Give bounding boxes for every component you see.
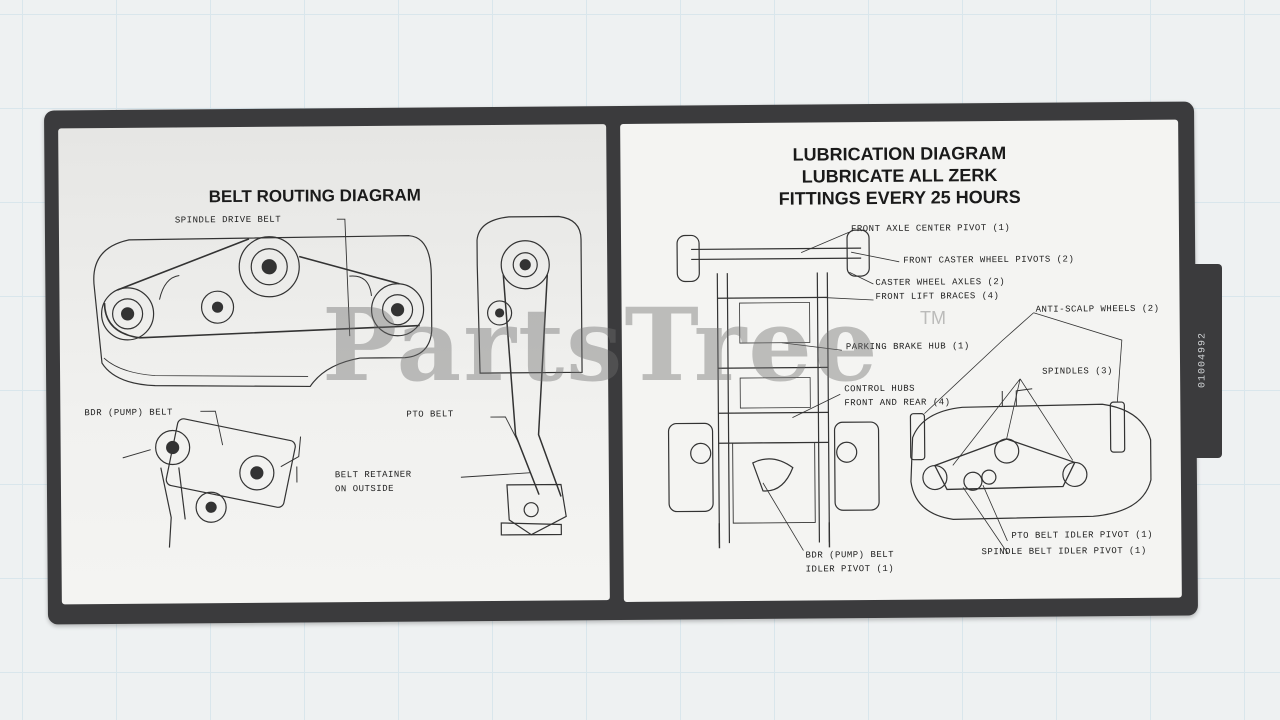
spindle-drive-belt-path [104, 238, 420, 338]
label-spindles: SPINDLES (3) [1042, 366, 1113, 377]
front-axle [691, 248, 861, 259]
left-spindle-pulley [101, 288, 153, 340]
label-bdr-pump-belt-idler-line1: BDR (PUMP) BELT [805, 549, 895, 561]
tractor-frame [717, 272, 829, 543]
left-caster [677, 235, 699, 281]
belt-routing-panel: BELT ROUTING DIAGRAM [58, 124, 610, 605]
label-pto-belt-idler-pivot: PTO BELT IDLER PIVOT (1) [1011, 529, 1154, 541]
pump-pulley-left [156, 430, 190, 464]
label-control-hubs-line2: FRONT AND REAR (4) [844, 397, 951, 409]
lube-mower-deck [910, 404, 1151, 520]
idler-pulley [201, 291, 233, 323]
deck-spindle-1 [923, 465, 947, 489]
label-bdr-pump-belt: BDR (PUMP) BELT [84, 407, 173, 419]
right-caster [847, 230, 869, 276]
label-bdr-pump-belt-idler-line2: IDLER PIVOT (1) [805, 563, 895, 575]
label-front-caster-wheel-pivots: FRONT CASTER WHEEL PIVOTS (2) [903, 254, 1075, 266]
mower-deck-outline [93, 235, 432, 388]
pto-upper-pulley [501, 241, 549, 289]
pto-housing [477, 216, 582, 373]
label-spindle-belt-idler-pivot: SPINDLE BELT IDLER PIVOT (1) [981, 545, 1147, 558]
rear-right-tire [834, 422, 879, 510]
anti-scalp-left [910, 414, 924, 460]
deck-spindle-3 [1063, 462, 1087, 486]
lubrication-panel: LUBRICATION DIAGRAM LUBRICATE ALL ZERK F… [620, 119, 1182, 602]
lubrication-drawing [620, 120, 1182, 602]
label-front-lift-braces: FRONT LIFT BRACES (4) [875, 291, 1000, 302]
label-belt-retainer-line1: BELT RETAINER [334, 469, 412, 481]
label-belt-retainer-line2: ON OUTSIDE [334, 483, 395, 495]
rear-left-tire [668, 423, 713, 511]
part-number: 01004992 [1197, 331, 1209, 389]
decal-label: BELT ROUTING DIAGRAM [43, 101, 1199, 625]
label-spindle-drive-belt: SPINDLE DRIVE BELT [174, 214, 282, 226]
label-pto-belt: PTO BELT [406, 409, 454, 420]
label-parking-brake-hub: PARKING BRAKE HUB (1) [845, 341, 970, 353]
pto-belt-path [503, 274, 561, 496]
belt-routing-drawing [58, 124, 610, 604]
label-anti-scalp-wheels: ANTI-SCALP WHEELS (2) [1035, 303, 1160, 315]
center-spindle-pulley [239, 237, 299, 297]
label-front-axle-center-pivot: FRONT AXLE CENTER PIVOT (1) [850, 222, 1011, 235]
label-caster-wheel-axles: CASTER WHEEL AXLES (2) [875, 276, 1006, 288]
pto-lower-pulley [488, 301, 512, 325]
pump-idler [196, 492, 226, 522]
pump-bracket [165, 418, 296, 509]
decal-side-tab [1188, 264, 1222, 458]
label-control-hubs-line1: CONTROL HUBS [844, 383, 916, 395]
pump-pulley-right [240, 456, 274, 490]
